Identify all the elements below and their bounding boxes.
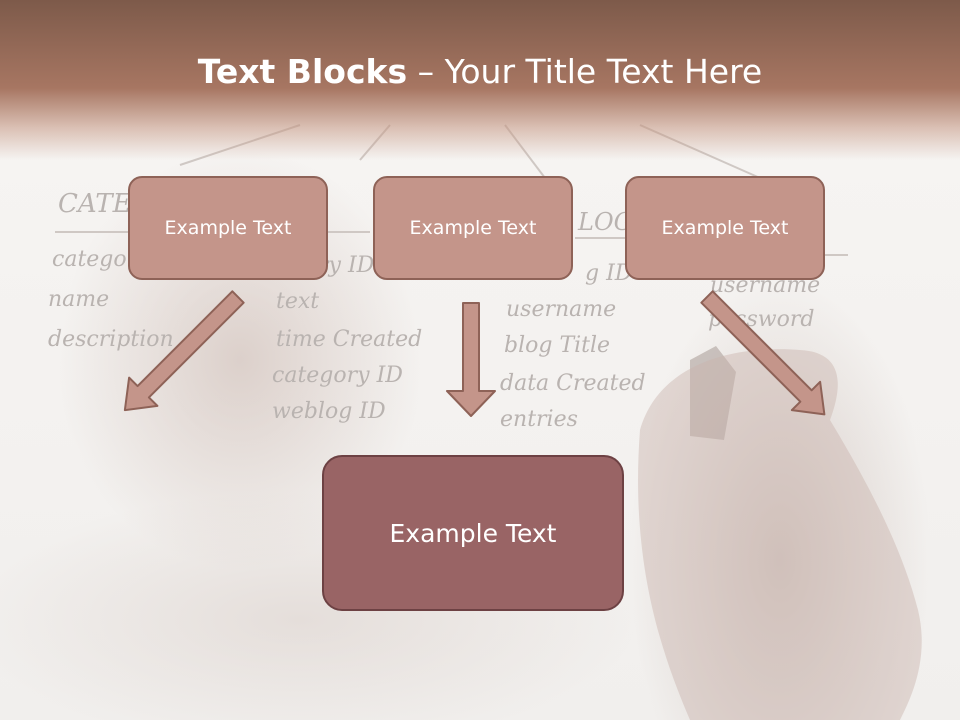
sketch-middle-field: text (276, 289, 319, 314)
text-block-3-label: Example Text (661, 217, 789, 239)
sketch-right-field: username (506, 297, 616, 322)
sketch-right-field: entries (500, 407, 578, 432)
text-block-2[interactable]: Example Text (373, 176, 573, 280)
slide-title[interactable]: Text Blocks – Your Title Text Here (0, 52, 960, 91)
sketch-middle-field: category ID (272, 363, 403, 388)
sketch-right-header: LOG (577, 208, 633, 236)
main-text-block-label: Example Text (389, 518, 557, 548)
sketch-right-field: data Created (500, 371, 646, 396)
sketch-far-right-field: password (708, 307, 814, 332)
text-block-1[interactable]: Example Text (128, 176, 328, 280)
sketch-left-header: CATE (58, 189, 132, 219)
title-rest: Your Title Text Here (444, 52, 763, 91)
main-text-block[interactable]: Example Text (322, 455, 624, 611)
sketch-left-field: name (48, 287, 109, 312)
text-block-1-label: Example Text (164, 217, 292, 239)
title-separator: – (407, 52, 445, 91)
header-band (0, 0, 960, 160)
text-block-2-label: Example Text (409, 217, 537, 239)
title-bold: Text Blocks (197, 52, 408, 91)
hand-silhouette (638, 346, 922, 720)
sketch-middle-field: weblog ID (272, 399, 386, 424)
text-block-3[interactable]: Example Text (625, 176, 825, 280)
sketch-left-field: description (48, 327, 174, 352)
sketch-right-field: blog Title (504, 333, 610, 358)
sketch-middle-field: time Created (276, 327, 422, 352)
sketch-right-field: g ID (585, 261, 633, 286)
sketch-left-field: categor (52, 247, 139, 272)
